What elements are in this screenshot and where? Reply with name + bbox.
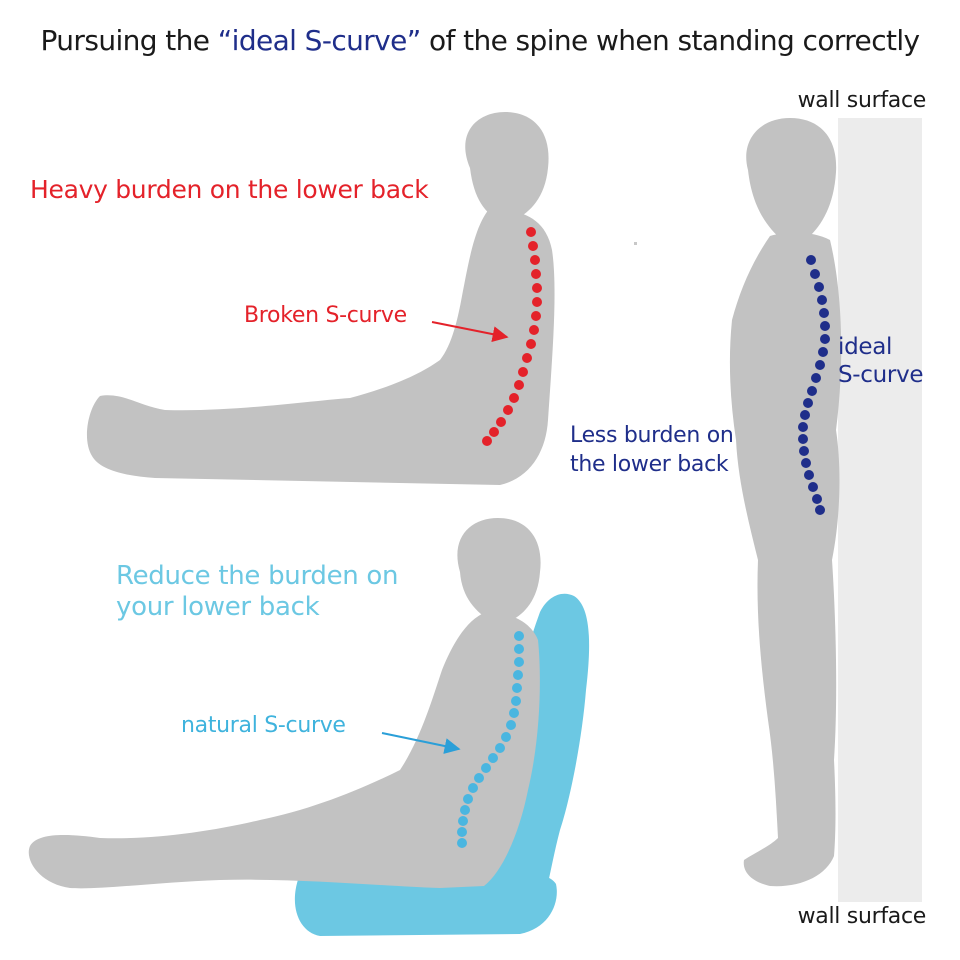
spine-dot: [815, 360, 825, 370]
spine-dot: [798, 422, 808, 432]
spine-dot: [531, 311, 541, 321]
spine-dot: [513, 670, 523, 680]
figure-standing: [729, 118, 842, 887]
head: [746, 118, 837, 240]
wall-surface: [838, 118, 922, 902]
spine-dot: [495, 743, 505, 753]
spine-dot: [481, 763, 491, 773]
spine-dot: [808, 482, 818, 492]
natural-spine-dots: [457, 631, 524, 848]
spine-dot: [820, 321, 830, 331]
spine-dot: [482, 436, 492, 446]
page-title: Pursuing the “ideal S-curve” of the spin…: [0, 24, 960, 57]
ideal-spine-dots: [798, 255, 830, 515]
ideal-curve-line-2: S-curve: [838, 362, 924, 388]
reduce-burden-line-2: your lower back: [116, 592, 320, 622]
title-suffix: of the spine when standing correctly: [420, 24, 920, 57]
broken-curve-label: Broken S-curve: [244, 303, 407, 328]
spine-dot: [799, 446, 809, 456]
spine-dot: [817, 295, 827, 305]
spine-dot: [529, 325, 539, 335]
spine-dot: [803, 398, 813, 408]
broken-curve-arrow: [431, 321, 509, 343]
less-burden-line-1: Less burden on: [570, 423, 734, 448]
spine-dot: [457, 827, 467, 837]
spine-dot: [800, 410, 810, 420]
spine-dot: [522, 353, 532, 363]
title-highlight: “ideal S-curve”: [217, 24, 422, 57]
spine-dot: [820, 334, 830, 344]
less-burden-line-2: the lower back: [570, 452, 729, 477]
spine-dot: [815, 505, 825, 515]
spine-dot: [511, 696, 521, 706]
spine-dot: [528, 241, 538, 251]
figure-sitting-cushion: [28, 518, 541, 889]
head: [465, 112, 549, 222]
spine-dot: [812, 494, 822, 504]
spine-dot: [489, 427, 499, 437]
spine-dot: [814, 282, 824, 292]
spine-dot: [460, 805, 470, 815]
spine-dot: [811, 373, 821, 383]
wall-surface-label-top: wall surface: [797, 88, 927, 113]
spine-dot: [806, 255, 816, 265]
spine-dot: [514, 644, 524, 654]
spine-dot: [531, 269, 541, 279]
ideal-curve-line-1: ideal: [838, 334, 893, 360]
spine-dot: [458, 816, 468, 826]
spine-dot: [509, 393, 519, 403]
heavy-burden-label: Heavy burden on the lower back: [30, 175, 429, 204]
spine-dot: [501, 732, 511, 742]
spine-dot: [526, 227, 536, 237]
spine-dot: [488, 753, 498, 763]
reduce-burden-label: Reduce the burden on your lower back: [116, 561, 456, 623]
spine-dot: [532, 297, 542, 307]
spine-dot: [496, 417, 506, 427]
spine-dot: [819, 308, 829, 318]
spine-dot: [468, 783, 478, 793]
spine-dot: [512, 683, 522, 693]
stray-mark: [634, 242, 637, 245]
torso: [28, 612, 540, 889]
title-prefix: Pursuing the: [40, 24, 218, 57]
spine-dot: [818, 347, 828, 357]
spine-dot: [457, 838, 467, 848]
spine-dot: [506, 720, 516, 730]
spine-dot: [518, 367, 528, 377]
spine-dot: [526, 339, 536, 349]
natural-curve-label: natural S-curve: [181, 713, 346, 738]
head: [457, 518, 541, 622]
torso: [86, 208, 555, 485]
spine-dot: [514, 631, 524, 641]
spine-dot: [807, 386, 817, 396]
spine-dot: [530, 255, 540, 265]
less-burden-label: Less burden on the lower back: [570, 421, 770, 479]
wall-surface-label-bottom: wall surface: [797, 904, 927, 929]
body: [729, 232, 842, 887]
spine-dot: [514, 657, 524, 667]
ideal-curve-label: ideal S-curve: [838, 333, 948, 389]
figure-sitting-floor: [86, 112, 555, 485]
broken-spine-dots: [482, 227, 542, 446]
spine-dot: [801, 458, 811, 468]
spine-dot: [514, 380, 524, 390]
reduce-burden-line-1: Reduce the burden on: [116, 561, 399, 591]
spine-dot: [463, 794, 473, 804]
spine-dot: [798, 434, 808, 444]
spine-dot: [532, 283, 542, 293]
spine-dot: [474, 773, 484, 783]
spine-dot: [810, 269, 820, 279]
spine-dot: [509, 708, 519, 718]
natural-curve-arrow: [381, 732, 461, 754]
spine-dot: [804, 470, 814, 480]
spine-dot: [503, 405, 513, 415]
